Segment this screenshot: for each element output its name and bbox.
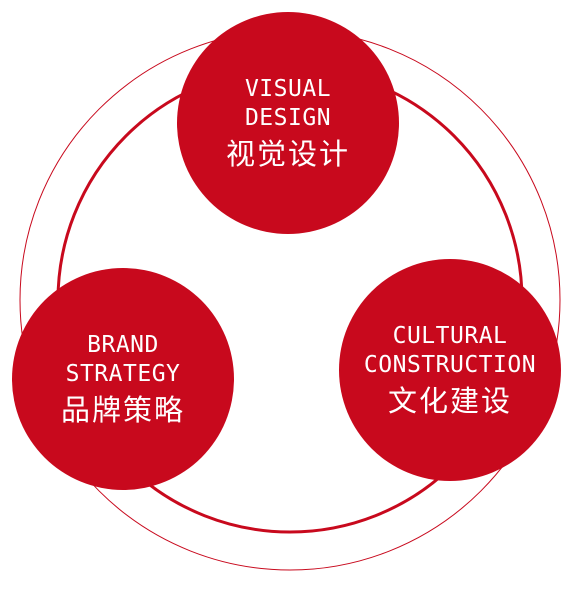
node-cultural-construction-cn-label: 文化建设	[387, 383, 512, 418]
node-visual-design-en-line-1: VISUAL	[244, 75, 332, 102]
node-cultural-construction: CULTURAL CONSTRUCTION 文化建设	[339, 259, 561, 481]
node-visual-design: VISUAL DESIGN 视觉设计	[177, 12, 399, 234]
node-cultural-construction-en-line-1: CULTURAL	[392, 322, 508, 349]
node-brand-strategy-cn-label: 品牌策略	[60, 392, 185, 427]
node-brand-strategy-en-line-1: BRAND	[87, 331, 159, 358]
node-brand-strategy-en-line-2: STRATEGY	[65, 360, 181, 387]
node-visual-design-cn-label: 视觉设计	[225, 136, 350, 171]
node-visual-design-en-line-2: DESIGN	[244, 104, 332, 131]
node-brand-strategy: BRAND STRATEGY 品牌策略	[12, 268, 234, 490]
node-cultural-construction-en-line-2: CONSTRUCTION	[363, 351, 537, 378]
